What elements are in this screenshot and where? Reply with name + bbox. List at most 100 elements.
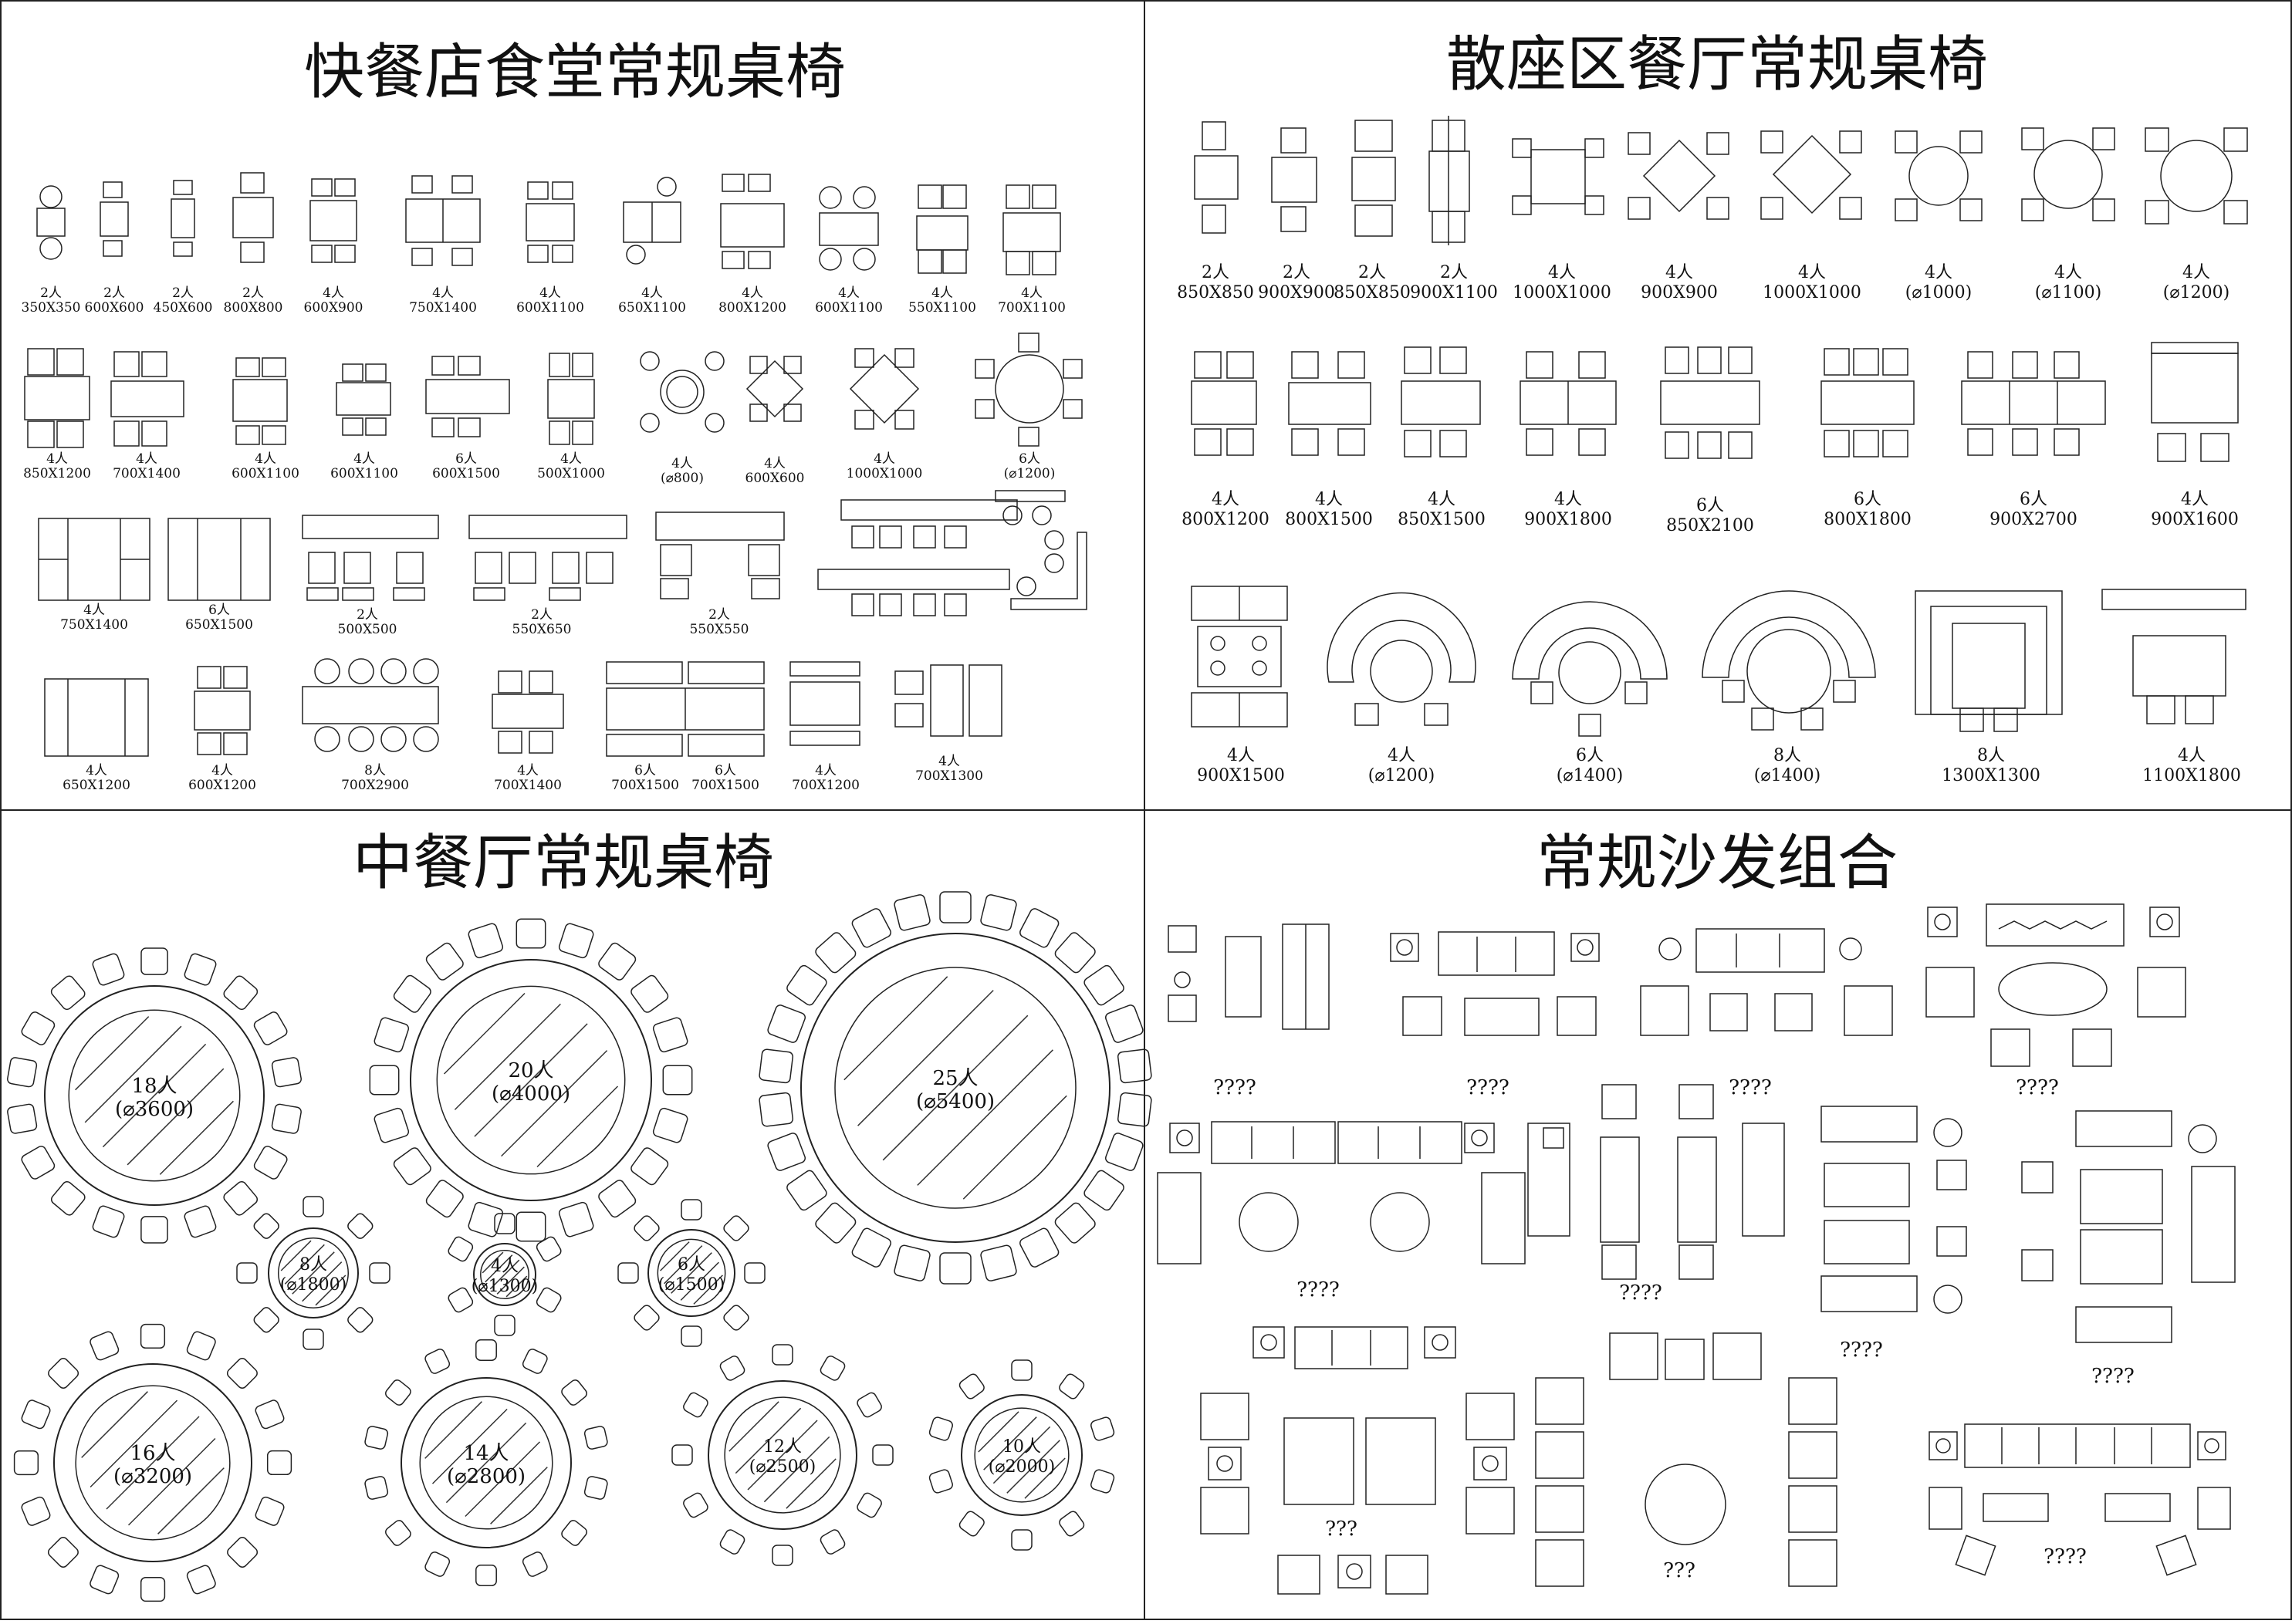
chair — [13, 1450, 39, 1476]
cd-r3-c4-size: (⌀1400) — [1754, 766, 1820, 785]
cd-r1-c5-size: 1000X1000 — [1513, 283, 1611, 302]
sofa-label-7: ???? — [1840, 1339, 1883, 1362]
ff-r2-c9-size: 1000X1000 — [847, 466, 923, 481]
round-table-6: 6人(⌀1500) — [617, 1199, 766, 1347]
ff-r1-c1-size: 350X350 — [22, 300, 81, 316]
chair — [140, 1216, 168, 1244]
cd-r1-c9-size: (⌀1100) — [2035, 283, 2101, 302]
chair — [1090, 1469, 1115, 1494]
cd-r2-c2-size: 800X1500 — [1285, 510, 1373, 529]
chair — [1083, 964, 1124, 1006]
chair — [857, 1492, 882, 1518]
chair — [1011, 1359, 1033, 1381]
round-table-9: 12人(⌀2500) — [671, 1344, 894, 1566]
chair — [186, 1331, 216, 1361]
casual-dining-title: 散座区餐厅常规桌椅 — [1446, 30, 1988, 100]
chair — [583, 1476, 608, 1500]
glass-hatch-line — [501, 1050, 608, 1157]
round-table-5: 4人(⌀1300) — [448, 1213, 562, 1336]
chair — [364, 1476, 389, 1500]
chair — [558, 1201, 594, 1237]
chair — [723, 1305, 749, 1331]
table-seat-count: 10人 — [1002, 1437, 1041, 1457]
sofa-label-10: ??? — [1663, 1559, 1695, 1582]
chair — [140, 1323, 166, 1349]
chair — [561, 1379, 587, 1406]
chair — [598, 942, 637, 981]
glass-hatch-line — [978, 1411, 1019, 1453]
ff-r2-c8-size: 600X600 — [745, 471, 805, 486]
cd-r1-c10-size: (⌀1200) — [2163, 283, 2229, 302]
chair — [140, 1576, 166, 1602]
ff-r4-c7-seats: 4人 — [815, 763, 837, 778]
table-seat-count: 16人 — [130, 1442, 175, 1465]
chair — [223, 1180, 259, 1216]
sofa-label-3: ???? — [1729, 1076, 1772, 1099]
ff-r4-c5-size: 700X1500 — [611, 778, 679, 793]
chair — [255, 1496, 285, 1526]
ff-r2-c10-seats: 6人 — [1019, 451, 1040, 467]
cd-r2-c1-seats: 4人 — [1212, 490, 1239, 509]
ff-r2-c7-size: (⌀800) — [661, 471, 704, 486]
chair — [872, 1444, 894, 1466]
glass-hatch-line — [693, 1275, 723, 1305]
chair — [857, 1392, 882, 1418]
ff-r1-c4-size: 800X800 — [224, 300, 283, 316]
sofa-label-1: ???? — [1213, 1076, 1256, 1099]
cd-r2-c2-seats: 4人 — [1315, 490, 1343, 509]
cd-r1-c6-size: 900X900 — [1641, 283, 1718, 302]
glass-hatch-line — [315, 1275, 347, 1306]
ff-r1-c12-seats: 4人 — [1021, 285, 1043, 301]
ff-r1-c8-seats: 4人 — [641, 285, 663, 301]
glass-hatch-line — [445, 1422, 527, 1504]
glass-hatch-line — [280, 1240, 312, 1271]
chair — [184, 1205, 217, 1238]
cd-r3-c2-seats: 4人 — [1388, 746, 1415, 765]
chair — [424, 1349, 451, 1374]
glass-hatch-line — [857, 990, 994, 1126]
cd-r1-c8-seats: 4人 — [1925, 263, 1952, 282]
cd-r2-c6-seats: 6人 — [1854, 490, 1881, 509]
chair — [681, 1325, 702, 1347]
chair — [536, 1236, 562, 1262]
ff-r2-c7-seats: 4人 — [671, 456, 693, 471]
chair — [634, 1305, 660, 1331]
cd-r3-c1-size: 900X1500 — [1197, 766, 1285, 785]
chair — [448, 1287, 474, 1313]
ff-row4-drawings — [44, 658, 1002, 757]
table-diameter: (⌀3200) — [113, 1465, 192, 1488]
table-seat-count: 6人 — [678, 1255, 705, 1275]
glass-hatch-line — [159, 1100, 234, 1175]
chair — [815, 1202, 857, 1244]
chair — [719, 1529, 745, 1555]
chair — [1104, 1004, 1144, 1043]
table-diameter: (⌀2500) — [749, 1457, 816, 1477]
cd-r3-c3-seats: 6人 — [1576, 746, 1604, 765]
ff-r1-c1-seats: 2人 — [40, 285, 62, 301]
glass-hatch-line — [671, 1252, 712, 1294]
table-seat-count: 20人 — [508, 1059, 553, 1082]
table-seat-count: 14人 — [463, 1442, 509, 1465]
cd-r3-c1-seats: 4人 — [1227, 746, 1255, 765]
ff-r1-c7-size: 600X1100 — [516, 300, 584, 316]
chair — [385, 1379, 411, 1406]
cd-r3-c3-size: (⌀1400) — [1557, 766, 1623, 785]
chair — [634, 1215, 660, 1241]
table-diameter: (⌀1800) — [280, 1275, 347, 1295]
cd-row2-drawings — [1191, 342, 2239, 462]
ff-r1-c5-size: 600X900 — [304, 300, 363, 316]
sofa-labels: ???? ???? ???? ???? ???? ???? ???? ???? … — [1213, 1076, 2135, 1582]
cd-r1-c7-size: 1000X1000 — [1763, 283, 1861, 302]
ff-r2-c1-size: 850X1200 — [23, 466, 91, 481]
ff-r2-c4-seats: 4人 — [353, 451, 375, 467]
ff-r4-c6-seats: 6人 — [715, 763, 736, 778]
ff-r4-c8-size: 700X1300 — [915, 768, 983, 784]
round-table-4: 8人(⌀1800) — [236, 1196, 390, 1350]
table-diameter: (⌀1500) — [658, 1275, 725, 1295]
chair — [1117, 1048, 1152, 1084]
table-top — [401, 1377, 572, 1548]
ff-r2-c5-size: 600X1500 — [432, 466, 500, 481]
glass-hatch-line — [763, 1436, 830, 1503]
